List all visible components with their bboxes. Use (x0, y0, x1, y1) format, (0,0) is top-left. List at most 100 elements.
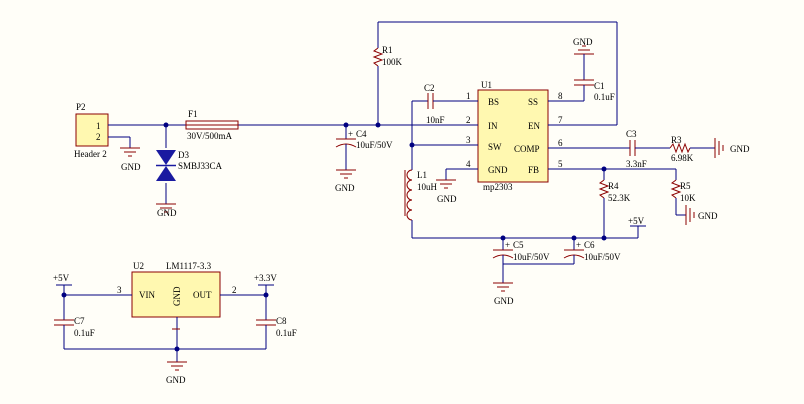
gnd-symbol-c1: GND (573, 37, 594, 55)
c3-ref: C3 (626, 129, 637, 139)
u2-pin-3: 3 (117, 285, 122, 295)
capacitor-c8[interactable]: C8 0.1uF (256, 316, 297, 349)
c4-ref: C4 (356, 129, 367, 139)
c7-value: 0.1uF (74, 328, 95, 338)
ground-rail-u2 (64, 346, 266, 362)
c1-ref: C1 (594, 81, 605, 91)
u1-pin-num-2: 2 (466, 115, 471, 125)
c1-value: 0.1uF (594, 92, 615, 102)
fb-wires (568, 166, 677, 180)
sw-node-wires (409, 142, 458, 170)
fuse-f1[interactable]: F1 30V/500mA (185, 109, 239, 141)
gnd-label-u1: GND (437, 194, 457, 204)
c5-plus: + (505, 240, 510, 250)
u1-pin-num-4: 4 (466, 159, 471, 169)
resistor-r1[interactable]: R1 100K (372, 22, 403, 125)
r3-ref: R3 (671, 135, 682, 145)
u1-pin-en: EN (528, 121, 540, 131)
u1-pin-sw: SW (488, 142, 502, 152)
gnd-symbol-d3: GND (156, 203, 177, 218)
r5-ref: R5 (680, 181, 691, 191)
u2-5v-label: +5V (53, 273, 70, 283)
rail-5v-u2: +5V (53, 273, 110, 320)
gnd-symbol-p2: GND (120, 147, 141, 172)
gnd-label-c4: GND (335, 183, 355, 193)
c6-plus: + (576, 240, 581, 250)
u1-pin-fb: FB (528, 165, 539, 175)
r5-value: 10K (680, 193, 696, 203)
u2-ref: U2 (133, 261, 144, 271)
c5-value: 10uF/50V (513, 252, 550, 262)
u2-pin-2: 2 (232, 285, 237, 295)
header-pin1: 1 (96, 121, 101, 131)
c4-plus: + (348, 129, 353, 139)
gnd-symbol-c4: GND (335, 169, 356, 193)
gnd-label-p2: GND (121, 162, 141, 172)
resistor-r5[interactable]: R5 10K (670, 179, 696, 216)
u1-pin-in: IN (488, 121, 498, 131)
u2-vin-label: VIN (139, 290, 155, 300)
header-pin2: 2 (96, 132, 101, 142)
gnd-label-u2: GND (166, 375, 186, 385)
u1-pin-ss: SS (528, 97, 538, 107)
capacitor-c7[interactable]: C7 0.1uF (54, 316, 95, 349)
c6-ref: C6 (584, 240, 595, 250)
c8-ref: C8 (276, 316, 287, 326)
u1-pin-num-5: 5 (558, 159, 563, 169)
f1-value: 30V/500mA (187, 131, 233, 141)
u1-pin-num-7: 7 (558, 115, 563, 125)
diode-d3[interactable]: D3 SMBJ33CA (156, 150, 223, 181)
header-ref: P2 (76, 102, 86, 112)
gnd-symbol-r3: GND (714, 138, 750, 158)
u1-pin-num-6: 6 (558, 138, 563, 148)
f1-ref: F1 (188, 109, 198, 119)
r4-ref: R4 (608, 181, 619, 191)
r1-value: 100K (382, 57, 403, 67)
u2-gnd-label: GND (172, 286, 182, 306)
c7-ref: C7 (74, 316, 85, 326)
capacitor-c4[interactable]: + C4 10uF/50V (335, 125, 393, 170)
u1-pin-num-3: 3 (466, 135, 471, 145)
gnd-symbol-u1: GND (436, 168, 458, 204)
u2-part: LM1117-3.3 (166, 261, 212, 271)
u1-part: mp2303 (483, 182, 513, 192)
input-wires (108, 122, 478, 204)
r1-ref: R1 (382, 45, 393, 55)
l1-value: 10uH (417, 182, 438, 192)
r3-value: 6.98K (671, 153, 694, 163)
resistor-r3[interactable]: R3 6.98K (669, 135, 715, 163)
ic-u1[interactable]: U1 mp2303 1 2 3 4 BS IN SW GND 8 7 6 5 S… (458, 80, 568, 192)
u2-33v-label: +3.3V (254, 273, 277, 283)
l1-ref: L1 (417, 170, 427, 180)
resistor-r4[interactable]: R4 52.3K (598, 179, 631, 238)
header-name: Header 2 (74, 149, 107, 159)
ic-u2[interactable]: U2 LM1117-3.3 3 2 VIN OUT GND (110, 261, 266, 349)
c4-value: 10uF/50V (356, 140, 393, 150)
output-5v-label: +5V (628, 216, 645, 226)
c5-ref: C5 (513, 240, 524, 250)
gnd-label-r3: GND (730, 144, 750, 154)
capacitor-c6[interactable]: + C6 10uF/50V (503, 238, 621, 265)
gnd-label-c5: GND (494, 296, 514, 306)
inductor-l1[interactable]: L1 10uH (404, 169, 438, 238)
r4-value: 52.3K (608, 193, 631, 203)
d3-value: SMBJ33CA (178, 161, 223, 171)
gnd-symbol-u2: GND (166, 361, 187, 385)
rail-33v-u2: +3.3V (254, 273, 277, 320)
u2-out-label: OUT (193, 290, 212, 300)
c2-ref: C2 (424, 83, 435, 93)
c8-value: 0.1uF (276, 328, 297, 338)
gnd-label-d3: GND (157, 208, 177, 218)
u1-pin-num-8: 8 (558, 91, 563, 101)
capacitor-c5[interactable]: + C5 10uF/50V (492, 238, 550, 283)
gnd-symbol-c5: GND (493, 282, 514, 306)
u1-pin-comp: COMP (514, 144, 540, 154)
header-p2[interactable]: P2 1 2 Header 2 (74, 102, 109, 159)
c2-value: 10nF (426, 115, 445, 125)
u1-ref: U1 (481, 80, 492, 90)
gnd-symbol-r5: GND (685, 205, 718, 225)
u1-pin-num-1: 1 (466, 91, 471, 101)
u1-pin-gnd: GND (488, 165, 508, 175)
capacitor-c3[interactable]: C3 3.3nF (568, 129, 670, 169)
